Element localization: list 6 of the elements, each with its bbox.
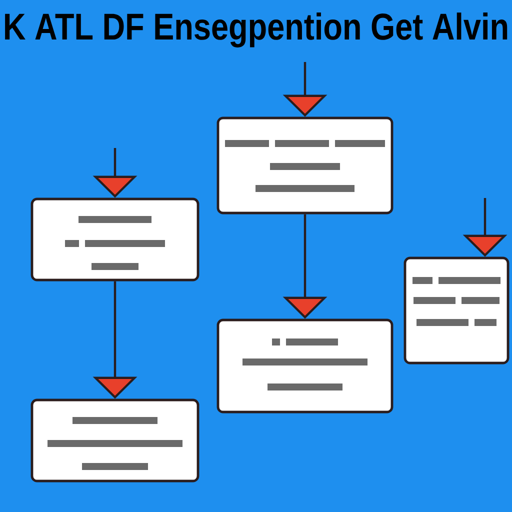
process-box	[216, 318, 394, 414]
process-box	[216, 116, 394, 214]
process-box	[30, 198, 200, 282]
title: K ATL DF Ensegpention Get Alvin	[5, 12, 508, 48]
process-box	[30, 398, 200, 482]
process-box	[404, 256, 510, 364]
